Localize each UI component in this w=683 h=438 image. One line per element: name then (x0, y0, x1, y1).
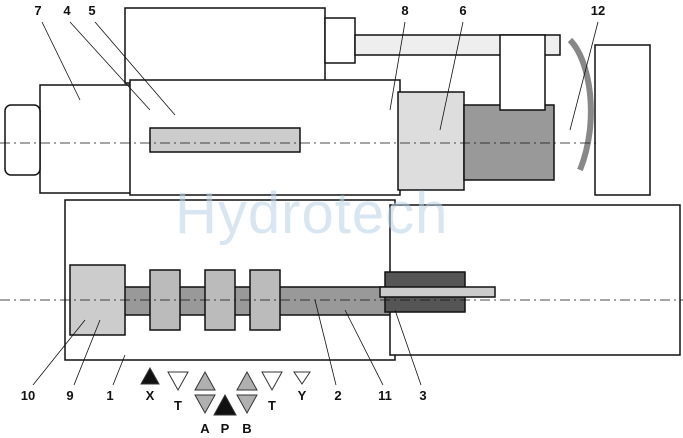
lvdt-rod (379, 286, 496, 298)
callout-11: 11 (378, 388, 392, 403)
port-t2-triangle (261, 371, 283, 392)
callout-6: 6 (459, 3, 467, 18)
port-label-y: Y (297, 388, 307, 403)
port-label-p: P (220, 421, 230, 436)
watermark: Hydrotech (175, 181, 449, 246)
cable-harness (567, 37, 594, 172)
port-x-triangle (140, 366, 160, 385)
port-label-t2: T (268, 398, 276, 413)
port-y-triangle (293, 371, 311, 385)
callout-10: 10 (20, 388, 36, 403)
callout-4: 4 (63, 3, 71, 18)
connector-top (499, 34, 546, 111)
end-cap-left (69, 264, 126, 336)
callout-12: 12 (590, 3, 606, 18)
callout-1: 1 (106, 388, 114, 403)
dashed-centerline (0, 142, 683, 301)
port-t1-triangle (167, 371, 189, 392)
callout-2: 2 (334, 388, 342, 403)
coil (397, 91, 465, 191)
callout-5: 5 (88, 3, 96, 18)
port-a-down-triangle (194, 394, 216, 415)
port-label-a: A (200, 421, 210, 436)
cable-gland (324, 17, 356, 64)
port-b-down-triangle (236, 394, 258, 415)
port-b-up-triangle (236, 370, 258, 391)
port-a-up-triangle (194, 370, 216, 391)
callout-7: 7 (34, 3, 42, 18)
port-label-x: X (145, 388, 155, 403)
transducer (463, 104, 555, 181)
pilot-spool (149, 127, 301, 153)
plug (594, 44, 651, 196)
port-p-triangle (213, 393, 237, 416)
port-label-b: B (242, 421, 252, 436)
port-label-t1: T (174, 398, 182, 413)
top-housing (124, 7, 326, 84)
solenoid-left (39, 84, 136, 194)
callout-8: 8 (401, 3, 409, 18)
callout-3: 3 (419, 388, 427, 403)
solenoid-knob (4, 104, 41, 176)
callout-9: 9 (66, 388, 74, 403)
